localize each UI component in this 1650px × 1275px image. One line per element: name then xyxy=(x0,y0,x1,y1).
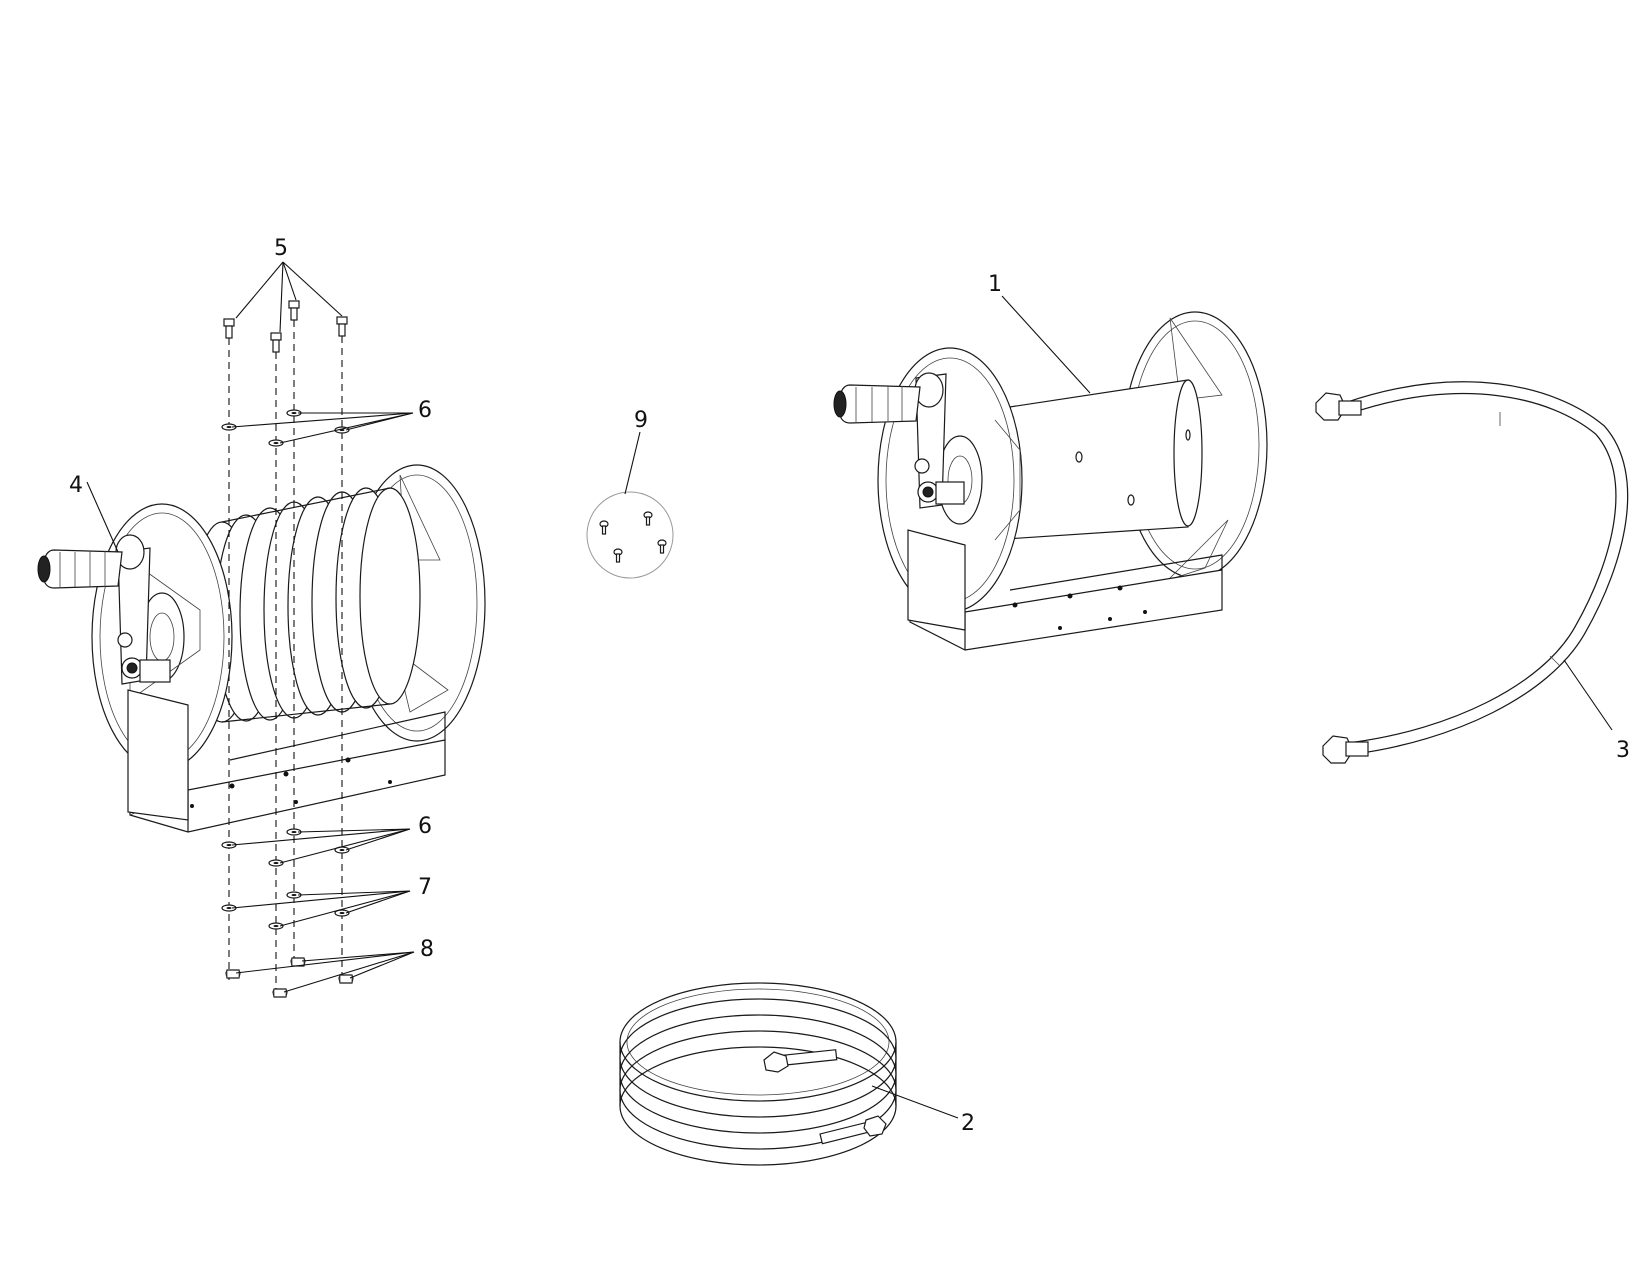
callout-1: 1 xyxy=(988,272,1002,297)
callout-2: 2 xyxy=(961,1111,975,1136)
leader-lines xyxy=(86,261,1613,1119)
bolts xyxy=(223,300,348,353)
callout-8: 8 xyxy=(420,937,434,962)
hose-reel-with-hose xyxy=(37,464,486,833)
nuts xyxy=(225,957,354,998)
callout-6-top: 6 xyxy=(418,398,432,423)
coiled-hose xyxy=(619,982,897,1166)
callout-5: 5 xyxy=(274,236,288,261)
screw-detail xyxy=(586,491,674,579)
lock-washers xyxy=(221,891,350,930)
callout-7: 7 xyxy=(418,875,432,900)
hose-reel xyxy=(833,311,1268,651)
callout-4: 4 xyxy=(69,473,83,498)
washers-top xyxy=(221,409,350,447)
hose-assembly xyxy=(1315,381,1629,764)
callout-6-bottom: 6 xyxy=(418,814,432,839)
callout-3: 3 xyxy=(1616,738,1630,763)
washers-bottom xyxy=(221,828,350,867)
callout-9: 9 xyxy=(634,408,648,433)
